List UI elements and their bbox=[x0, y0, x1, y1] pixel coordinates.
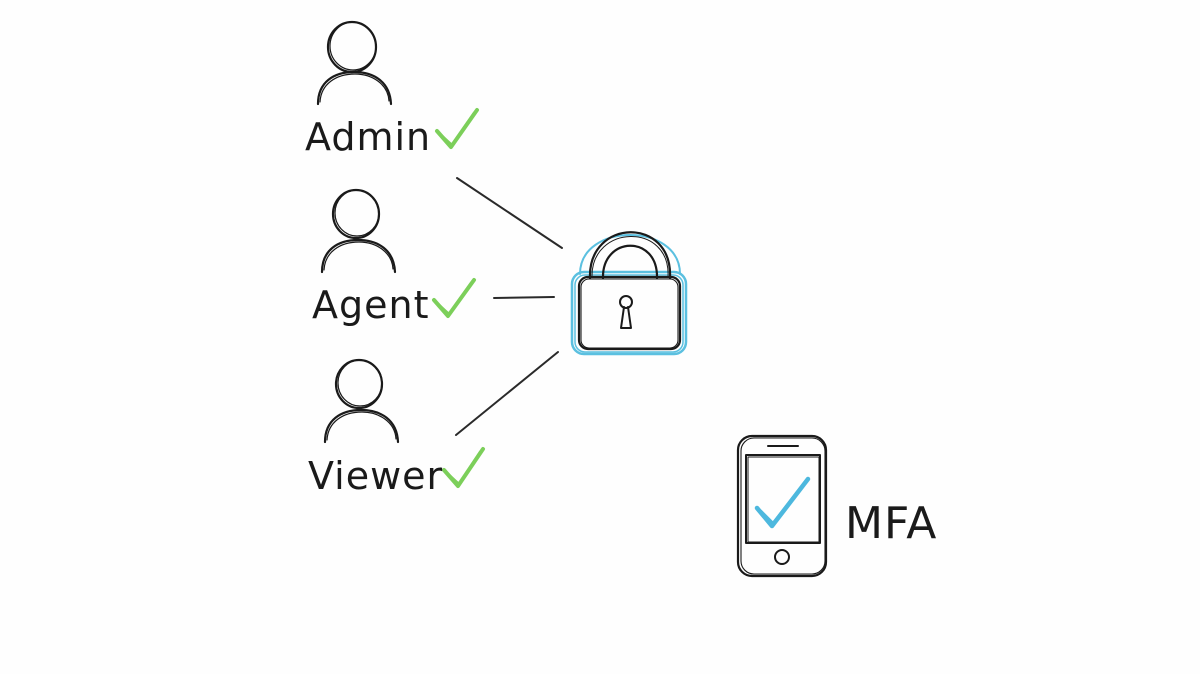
checkmark-icon bbox=[435, 108, 479, 149]
connector-lines bbox=[455, 177, 563, 436]
checkmark-icon bbox=[432, 278, 476, 318]
role-label-admin: Admin bbox=[305, 115, 432, 159]
phone-icon bbox=[736, 434, 828, 578]
role-label-viewer: Viewer bbox=[308, 454, 444, 498]
mfa-label: MFA bbox=[845, 498, 938, 549]
checkmark-icon bbox=[442, 447, 485, 488]
role-label-agent: Agent bbox=[312, 283, 430, 327]
checkmark-icon bbox=[754, 476, 811, 529]
user-icon bbox=[316, 20, 393, 106]
user-icon bbox=[323, 358, 400, 444]
user-icon bbox=[320, 188, 397, 274]
padlock-icon bbox=[570, 231, 688, 356]
